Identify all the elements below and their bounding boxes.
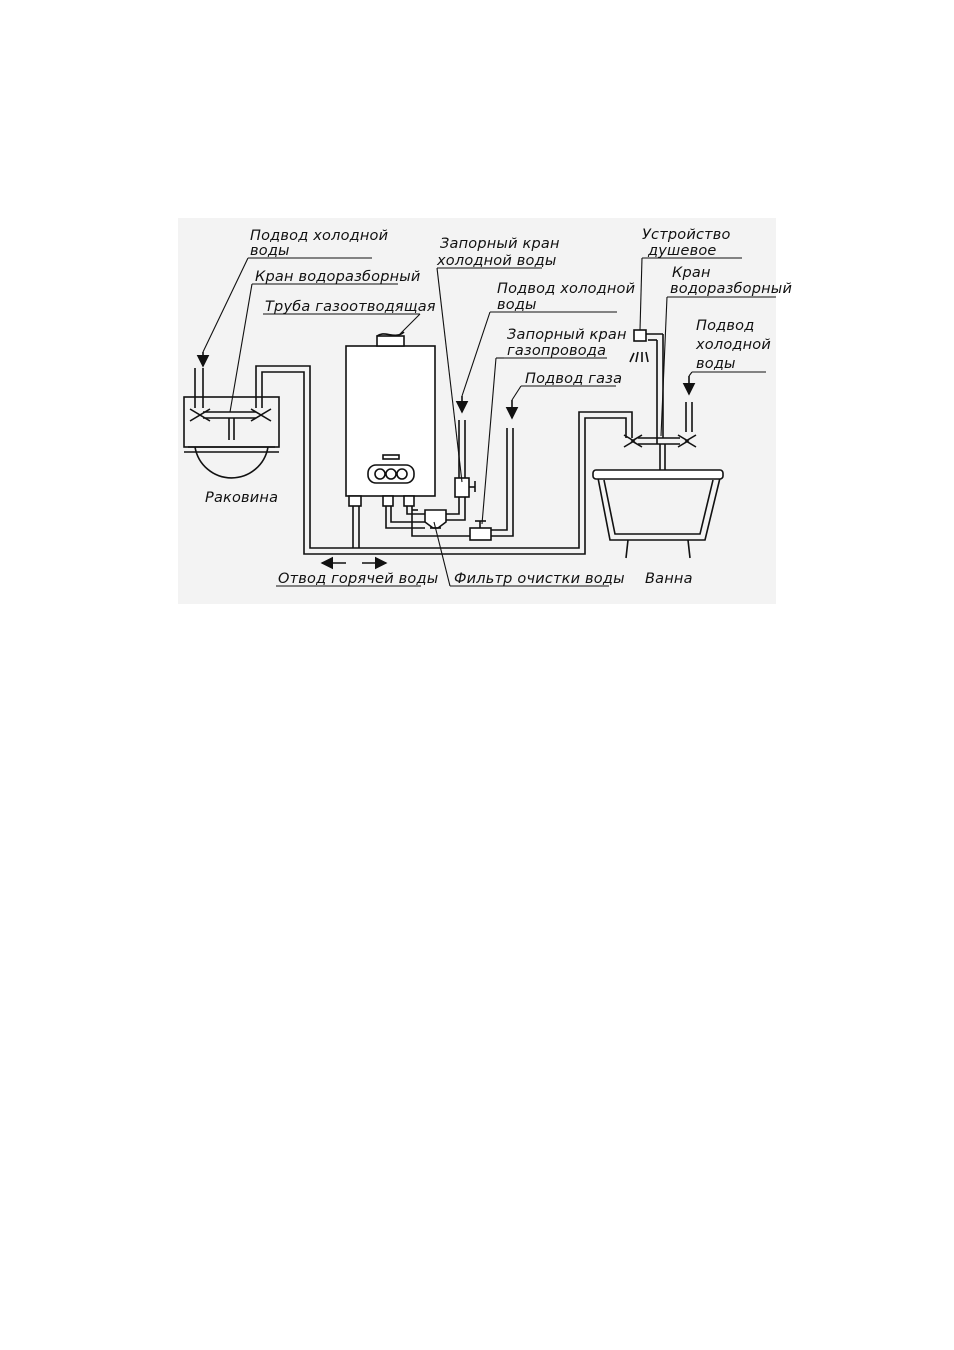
label-gas-shutoff-valve-1: Запорный кран xyxy=(507,327,627,343)
label-flue-pipe: Труба газоотводящая xyxy=(265,299,436,315)
label-cold-water-supply-mid-1: Подвод холодной xyxy=(497,281,635,297)
shower-head xyxy=(630,330,648,362)
label-cold-water-supply-bath-3: воды xyxy=(696,356,736,372)
label-cold-water-supply-sink-1: Подвод холодной xyxy=(250,228,388,244)
label-cold-water-supply-mid-2: воды xyxy=(497,297,537,313)
label-bath-faucet-2: водоразборный xyxy=(670,281,792,297)
water-filter xyxy=(425,510,446,528)
cold-water-shutoff-valve xyxy=(455,478,475,497)
bath xyxy=(593,470,723,558)
label-shower-2: душевое xyxy=(647,243,717,259)
gas-shutoff-valve xyxy=(470,521,491,540)
label-hot-water-outlet: Отвод горячей воды xyxy=(278,571,438,587)
label-shower-1: Устройство xyxy=(642,227,731,243)
label-cold-shutoff-valve-1: Запорный кран xyxy=(440,236,560,252)
water-heater xyxy=(346,332,435,506)
label-cold-water-supply-bath-1: Подвод xyxy=(696,318,754,334)
label-cold-water-supply-bath-2: холодной xyxy=(695,337,771,353)
hot-water-pipe xyxy=(256,366,632,554)
label-bath-faucet-1: Кран xyxy=(672,265,711,281)
label-water-filter: Фильтр очистки воды xyxy=(454,571,625,587)
bath-cold-water-pipe xyxy=(686,402,692,432)
label-gas-shutoff-valve-2: газопровода xyxy=(507,343,606,359)
label-cold-shutoff-valve-2: холодной воды xyxy=(436,253,557,269)
label-cold-water-supply-sink-2: воды xyxy=(250,243,290,259)
sink-faucet xyxy=(190,368,271,440)
sink xyxy=(184,397,279,478)
label-sink-faucet: Кран водоразборный xyxy=(255,269,421,285)
label-sink: Раковина xyxy=(205,490,278,506)
label-gas-supply: Подвод газа xyxy=(525,371,622,387)
label-bath: Ванна xyxy=(645,571,693,587)
